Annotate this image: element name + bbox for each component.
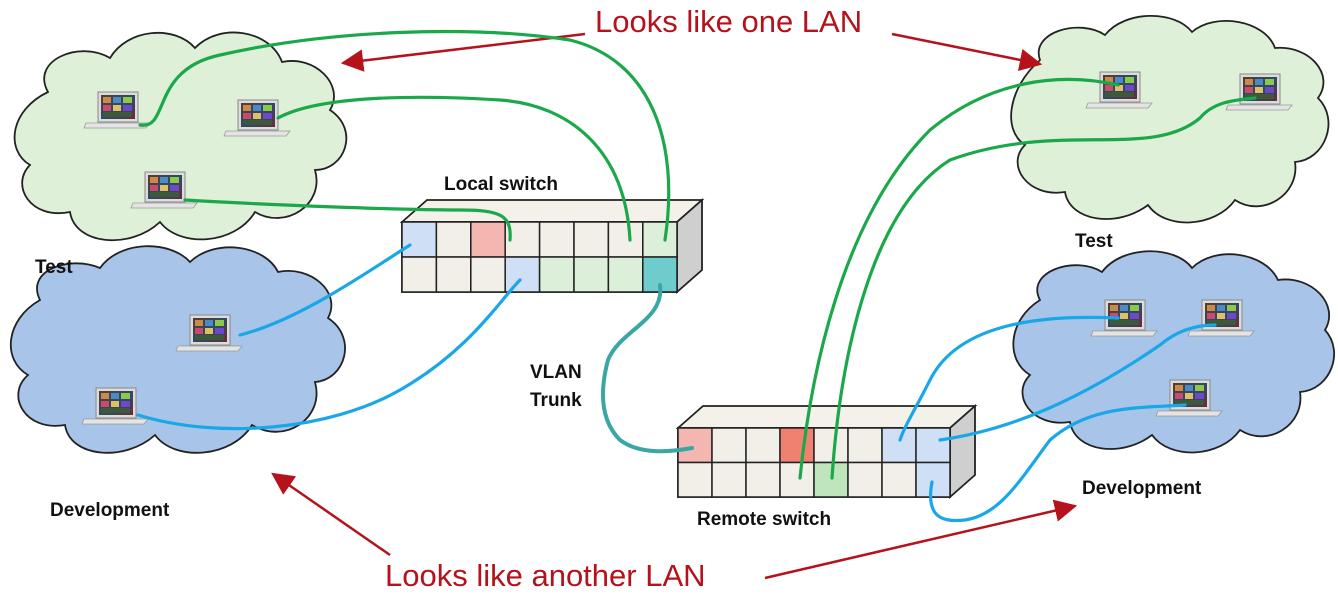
test-link (138, 29, 671, 242)
callout-one-lan: Looks like one LAN (595, 4, 863, 39)
local-switch-label: Local switch (444, 174, 559, 195)
callout-arrow-top-left (340, 32, 586, 72)
test-label-right: Test (1075, 231, 1113, 252)
test-label-left: Test (35, 257, 73, 278)
vlan-trunk-label-line1: VLAN (530, 362, 582, 383)
dev-label-left: Development (50, 500, 170, 521)
callout-another-lan: Looks like another LAN (385, 558, 706, 593)
dev-link (898, 315, 1120, 442)
dev-link (136, 278, 522, 431)
callout-arrow-bottom-right (764, 499, 1078, 580)
test-link (798, 77, 1120, 480)
local-switch (399, 198, 705, 294)
test-cloud-left (13, 31, 348, 242)
remote-switch (675, 404, 978, 499)
test-link (830, 96, 1257, 480)
dev-link (238, 243, 412, 337)
test-cloud-right (1010, 15, 1330, 224)
dev-link (929, 403, 1187, 523)
dev-link (938, 323, 1217, 442)
dev-label-right: Development (1082, 478, 1202, 499)
remote-switch-label: Remote switch (697, 509, 832, 530)
callout-arrow-top-right (891, 32, 1043, 72)
test-link (276, 95, 632, 242)
vlan-trunk-link (601, 283, 694, 454)
test-link (183, 198, 512, 242)
callout-arrow-bottom-left (271, 472, 391, 557)
dev-cloud-right (1012, 250, 1335, 454)
vlan-trunk-label-line2: Trunk (530, 390, 582, 411)
